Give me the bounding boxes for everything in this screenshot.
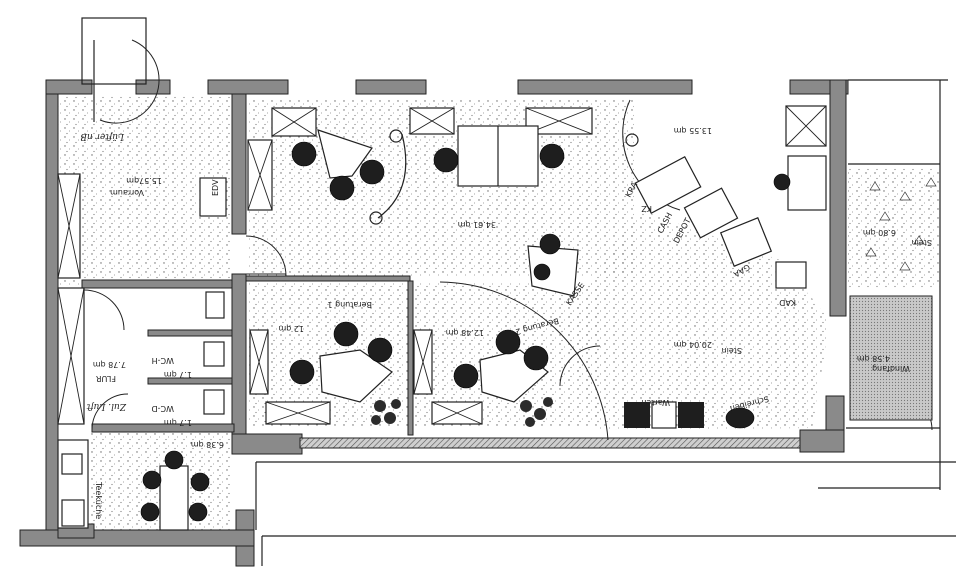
stone-pattern [865,177,937,271]
vorraum-name-label: Vorraum [110,188,144,197]
wch-area-label: 1.7 qm [164,370,192,379]
plants [369,129,639,427]
schalter-name-label: Stein [722,346,742,355]
wcd-name-label: WC-D [151,404,174,413]
furniture [57,105,827,531]
beratung2-area-label: 12.48 qm [445,328,484,337]
beratung1-name-label: Beratung 1 [327,300,372,309]
chairs [140,141,791,522]
kad-label: KAD [779,298,796,307]
vorraum-area-label: 15.57qm [126,176,162,185]
teekueche-area-label: 6.38 qm [191,440,224,449]
main-area-label: 34.61 qm [457,220,496,229]
teekueche-name-label: Teeküche [94,481,103,519]
stein-right-name-label: Stein [912,238,932,247]
wcd-area-label: 1.7 qm [164,418,192,427]
stein-right-area-label: 6.80 qm [863,228,896,237]
windfang-floor [849,295,933,421]
warten-label: Warten [641,398,670,407]
walls [19,79,849,567]
flur-name-label: FLUR [95,374,116,383]
beratung1-area-label: 12 qm [278,324,304,333]
schalter-area-label: 20.04 qm [673,340,712,349]
office-right-area-label: 13.55 qm [673,126,712,135]
edv-label: EDV [211,179,220,196]
windfang-area-label: 4.58 qm [857,354,890,363]
windfang-name-label: Windfang [872,364,910,373]
flur-area-label: 7.78 qm [93,360,126,369]
wch-name-label: WC-H [152,356,174,365]
handwriting-bottom: Zul. Luft [86,401,127,411]
handwriting-top: Lüfter nB [80,131,125,141]
kz-label: KZ [641,204,652,213]
outline-details [81,17,956,566]
